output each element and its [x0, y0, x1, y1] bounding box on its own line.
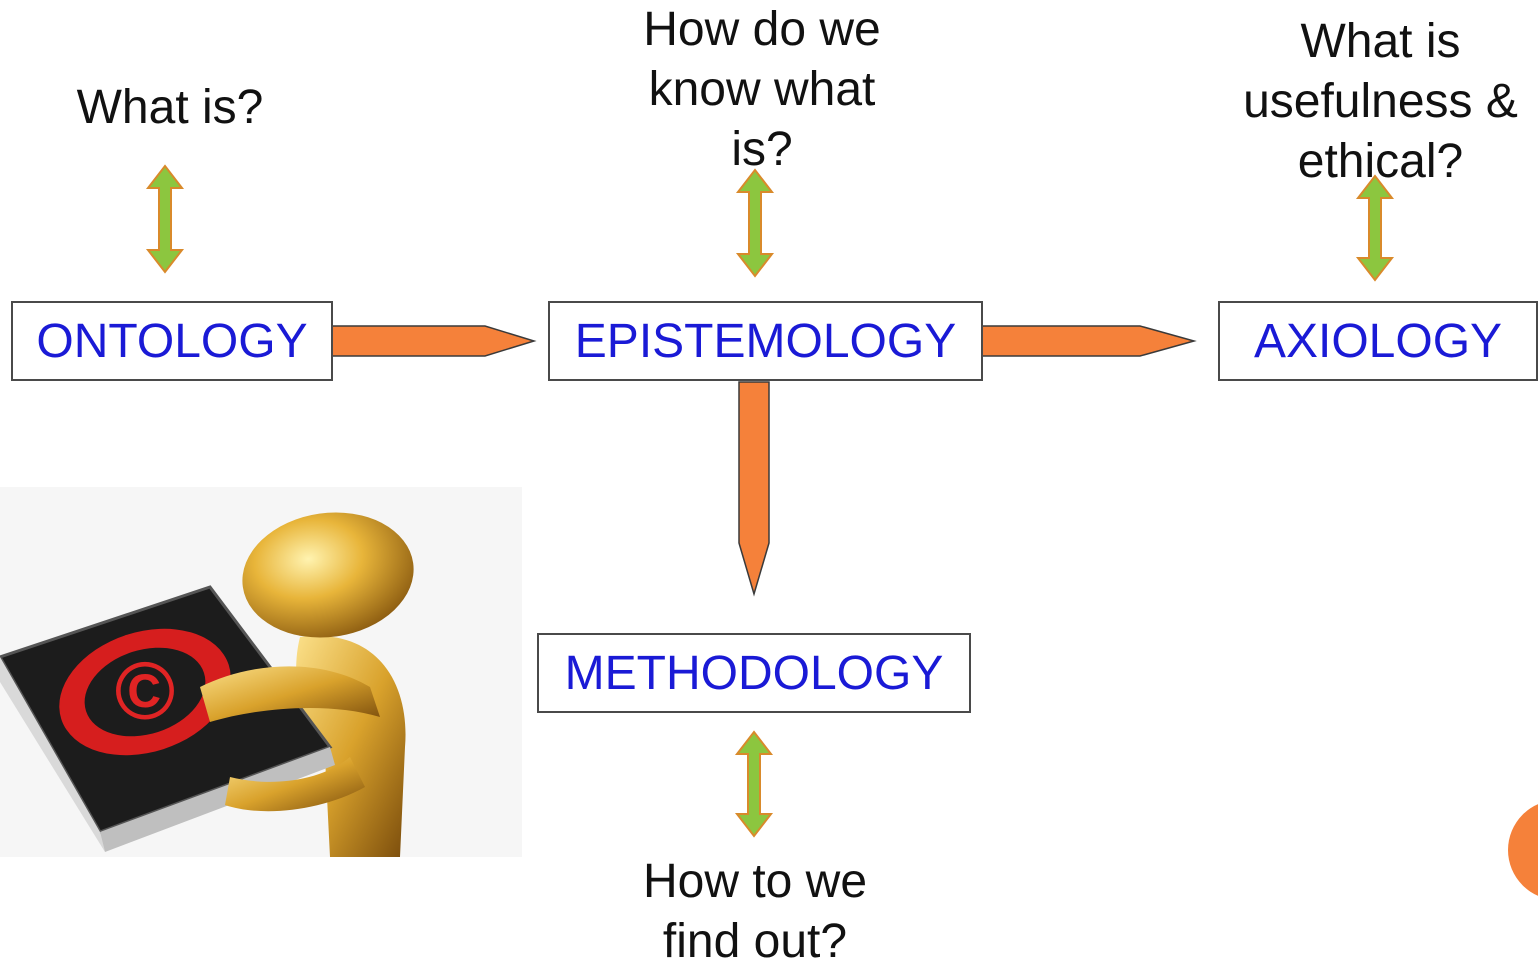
link-arrow-ontology — [145, 164, 185, 274]
figure-arm — [200, 666, 380, 722]
flow-arrow-epistemology-to-methodology — [738, 381, 770, 597]
flow-arrow-epistemology-to-axiology — [981, 325, 1197, 357]
axiology-question: What is usefulness & ethical? — [1243, 15, 1518, 188]
figure-head — [242, 512, 414, 638]
epistemology-label: EPISTEMOLOGY — [574, 314, 957, 368]
link-arrow-epistemology — [735, 168, 775, 278]
ontology-label: ONTOLOGY — [36, 314, 308, 368]
methodology-box: METHODOLOGY — [537, 633, 971, 713]
epistemology-question: How do we know what is? — [643, 3, 881, 176]
copyright-binder-icon: © — [0, 585, 335, 852]
axiology-box: AXIOLOGY — [1218, 301, 1538, 381]
ontology-question: What is? — [76, 81, 264, 134]
ontology-box: ONTOLOGY — [11, 301, 333, 381]
flow-arrow-ontology-to-epistemology — [331, 325, 537, 357]
copyright-symbol: © — [115, 646, 175, 737]
epistemology-box: EPISTEMOLOGY — [548, 301, 983, 381]
methodology-question: How to we find out? — [642, 855, 868, 968]
axiology-label: AXIOLOGY — [1253, 314, 1503, 368]
methodology-label: METHODOLOGY — [564, 646, 944, 700]
golden-figure-copyright-illustration: © — [0, 487, 522, 857]
link-arrow-methodology — [734, 730, 774, 838]
figure-lower-arm — [225, 757, 365, 812]
link-arrow-axiology — [1355, 174, 1395, 282]
